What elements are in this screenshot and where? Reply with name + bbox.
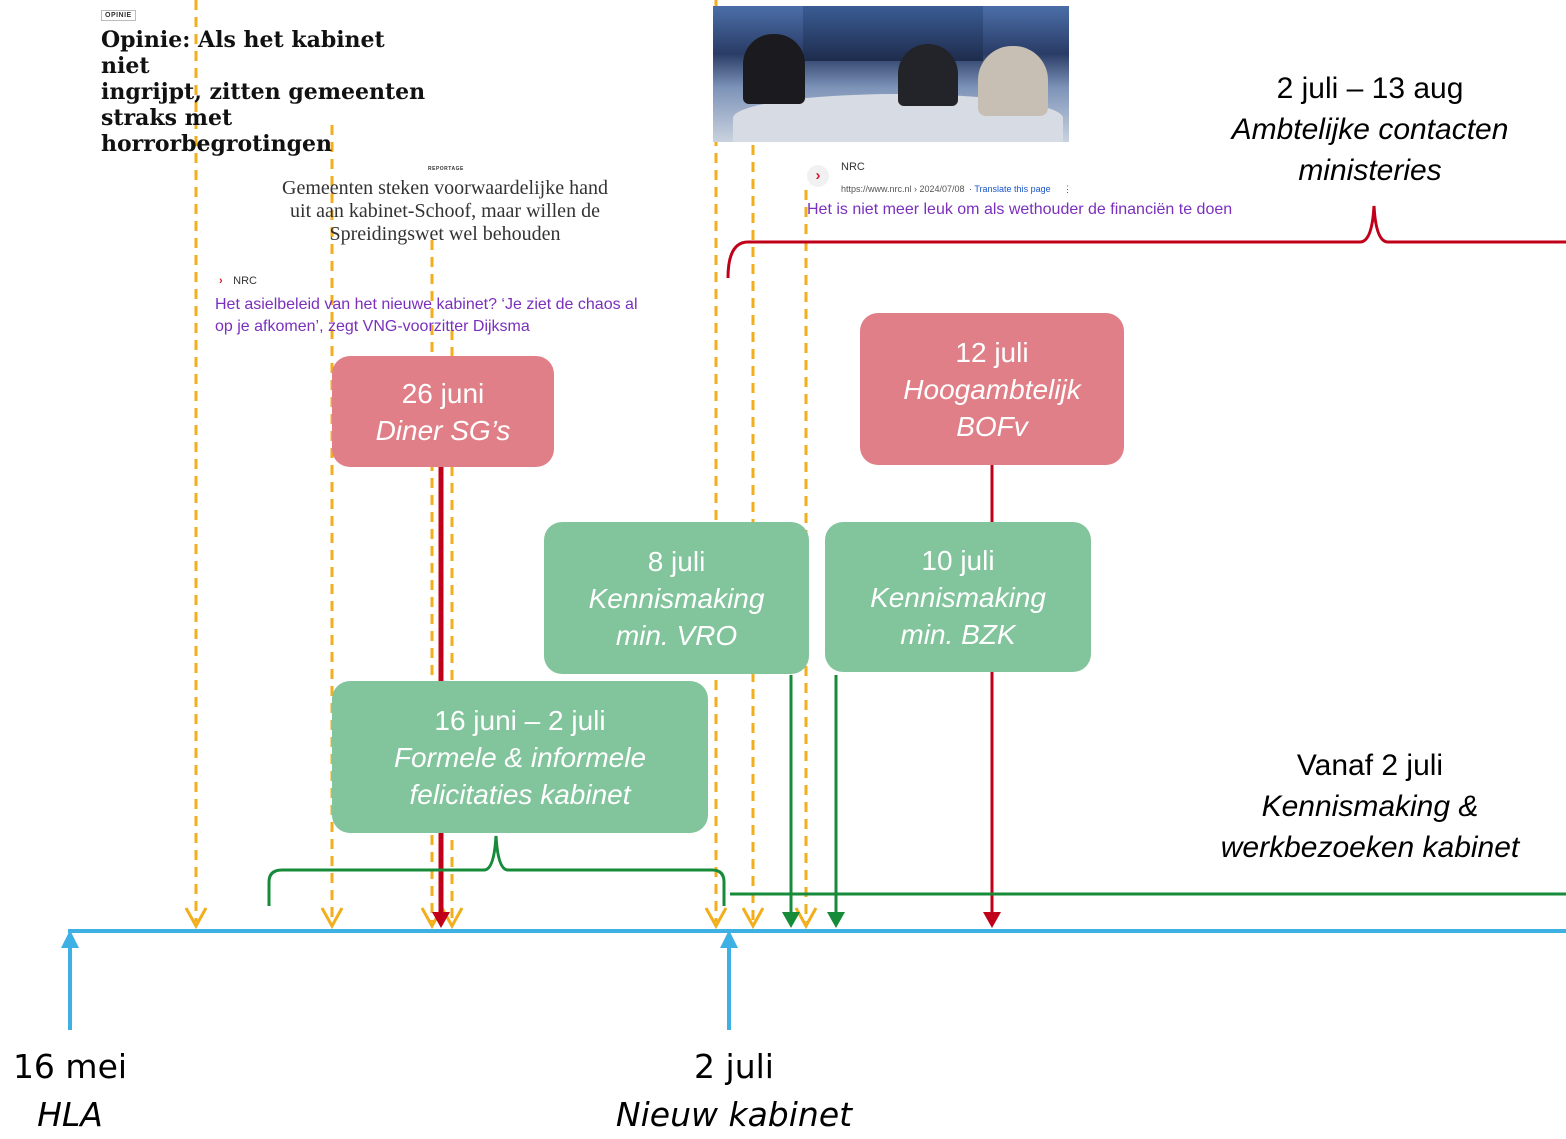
nrc-asiel-link-line: op je afkomen’, zegt VNG-voorzitter Dijk…: [215, 318, 530, 335]
event-date: 12 juli: [955, 336, 1029, 368]
nrc-source-name: NRC: [841, 161, 865, 173]
tv-person-left: [743, 34, 805, 104]
tv-person-right: [978, 46, 1048, 116]
period-date: Vanaf 2 juli: [1296, 749, 1444, 782]
blue-arrowhead: [61, 930, 79, 948]
event-date: 26 juni: [401, 377, 485, 409]
orange-arrowhead: [320, 907, 344, 930]
event-diner-sgs: 26 juni Diner SG’s: [332, 356, 554, 467]
event-hoogambtelijk-bofv: 12 juli Hoogambtelijk BOFv: [860, 313, 1124, 465]
opinie-headline-line: straks met: [101, 105, 233, 131]
tv-talkshow-image: [713, 6, 1069, 142]
timeline-middle-text: Nieuw kabinet: [615, 1095, 853, 1134]
event-title-line: felicitaties kabinet: [409, 778, 631, 810]
orange-arrowhead: [794, 907, 818, 930]
opinie-headline-line: Opinie: Als het kabinet niet: [101, 27, 385, 79]
reportage-headline-line: uit aan kabinet-Schoof, maar willen de: [290, 200, 600, 222]
nrc-asiel-source: › NRC: [219, 271, 257, 289]
timeline-middle-date: 2 juli: [694, 1047, 774, 1086]
nrc-wethouder-link[interactable]: Het is niet meer leuk om als wethouder d…: [807, 201, 1233, 218]
event-date: 16 juni – 2 juli: [434, 704, 606, 736]
reportage-headline-line: Gemeenten steken voorwaardelijke hand: [282, 177, 608, 199]
reportage-tag: REPORTAGE: [428, 166, 464, 172]
tv-studio-screen: [803, 6, 983, 61]
red-arrowhead: [432, 912, 450, 928]
reportage-headline: Gemeenten steken voorwaardelijke hand ui…: [245, 177, 645, 246]
event-title-line: BOFv: [956, 410, 1028, 442]
opinie-headline-line: horrorbegrotingen: [101, 131, 333, 157]
event-date: 8 juli: [647, 545, 706, 577]
nrc-asiel-link[interactable]: Het asielbeleid van het nieuwe kabinet? …: [215, 294, 715, 338]
event-title-line: Kennismaking: [588, 582, 765, 614]
event-kennismaking-bzk: 10 juli Kennismaking min. BZK: [825, 522, 1091, 672]
event-kennismaking-vro: 8 juli Kennismaking min. VRO: [544, 522, 809, 674]
green-arrowhead: [827, 912, 845, 928]
orange-arrowhead: [704, 907, 728, 930]
nrc-source-name: NRC: [233, 275, 257, 287]
period-kennismaking-label: Vanaf 2 juli Kennismaking & werkbezoeken…: [1190, 745, 1550, 868]
nrc-logo-icon: ›: [807, 165, 829, 187]
nrc-url-separator: ·: [969, 184, 975, 194]
event-date: 10 juli: [921, 544, 995, 576]
event-title-line: Hoogambtelijk: [903, 373, 1081, 405]
tv-person-center: [898, 44, 958, 106]
event-felicitaties-kabinet: 16 juni – 2 juli Formele & informele fel…: [332, 681, 708, 833]
green-arrowhead: [782, 912, 800, 928]
period-title-line: Ambtelijke contacten: [1231, 113, 1509, 146]
orange-arrowhead: [741, 907, 765, 930]
event-title-line: min. BZK: [900, 618, 1016, 650]
more-options-icon[interactable]: ⋮: [1063, 184, 1073, 194]
period-title-line: Kennismaking &: [1261, 790, 1479, 823]
event-title-line: Formele & informele: [393, 741, 647, 773]
timeline-start-label: 16 mei HLA: [0, 1043, 140, 1139]
nrc-chevron-icon: ›: [219, 275, 223, 287]
event-title-line: Kennismaking: [870, 581, 1046, 613]
event-title: Diner SG’s: [375, 414, 511, 446]
timeline-middle-label: 2 juli Nieuw kabinet: [594, 1043, 874, 1139]
timeline-start-text: HLA: [37, 1095, 103, 1134]
timeline-start-date: 16 mei: [12, 1047, 128, 1086]
blue-arrowhead: [720, 930, 738, 948]
nrc-url: https://www.nrc.nl › 2024/07/08: [841, 184, 965, 194]
orange-arrowhead: [184, 907, 208, 930]
translate-link[interactable]: Translate this page: [974, 184, 1051, 194]
red-arrowhead: [983, 912, 1001, 928]
opinie-headline-line: ingrijpt, zitten gemeenten: [101, 79, 426, 105]
period-ambtelijk-label: 2 juli – 13 aug Ambtelijke contacten min…: [1190, 68, 1550, 191]
event-title-line: min. VRO: [615, 619, 738, 651]
green-felicitaties-bracket: [267, 835, 726, 906]
nrc-url-row: https://www.nrc.nl › 2024/07/08 · Transl…: [841, 179, 1072, 197]
period-title-line: ministeries: [1298, 154, 1442, 187]
period-date: 2 juli – 13 aug: [1276, 72, 1464, 105]
red-period-bracket: [726, 205, 1566, 279]
reportage-headline-line: Spreidingswet wel behouden: [329, 223, 561, 245]
nrc-asiel-link-line: Het asielbeleid van het nieuwe kabinet? …: [215, 296, 638, 313]
opinie-headline: Opinie: Als het kabinet niet ingrijpt, z…: [101, 27, 431, 157]
period-title-line: werkbezoeken kabinet: [1220, 831, 1520, 864]
opinie-tag: OPINIE: [101, 10, 136, 21]
